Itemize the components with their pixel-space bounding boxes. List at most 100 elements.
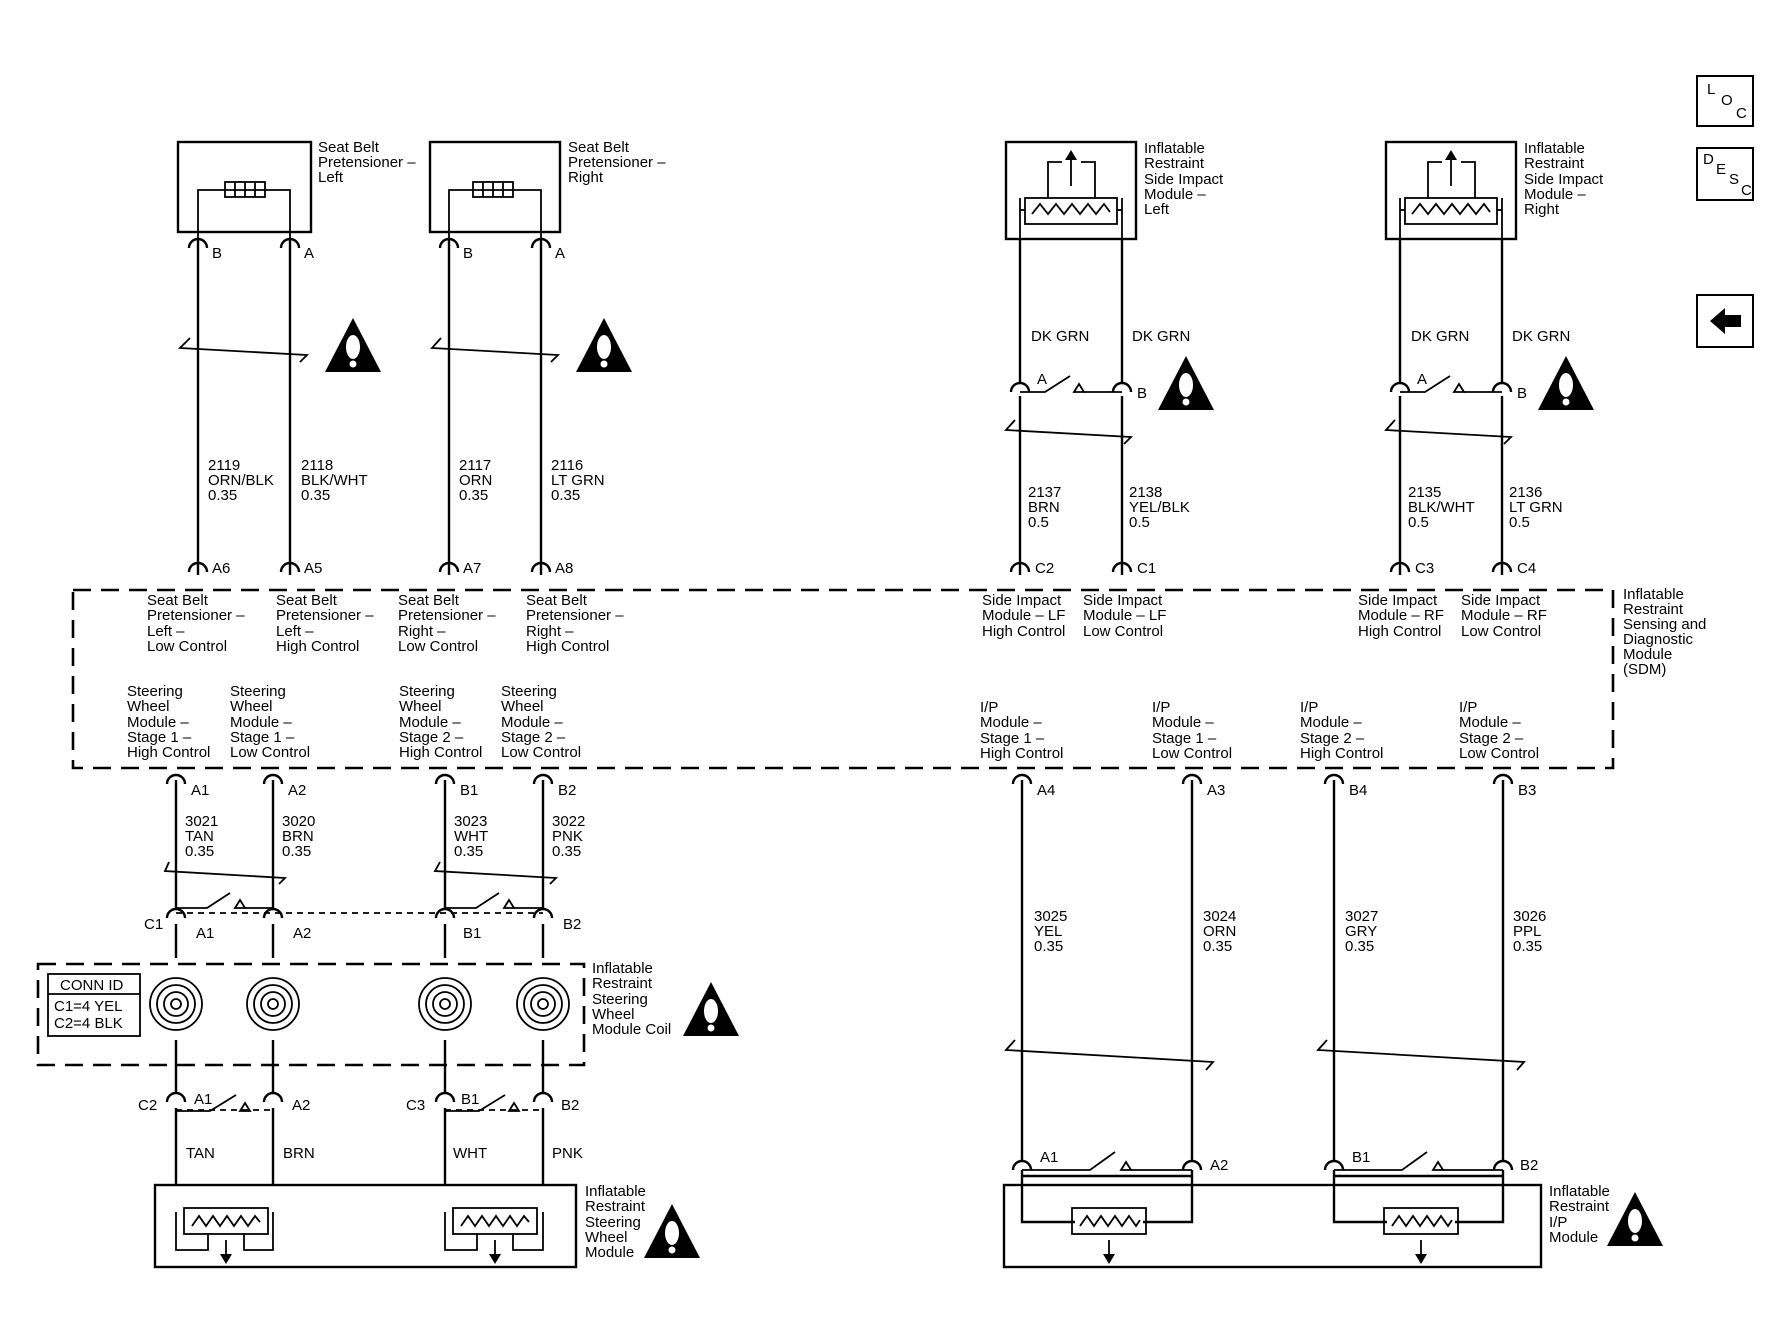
svg-text:0.35: 0.35 bbox=[208, 487, 237, 504]
svg-text:Module –: Module – bbox=[1459, 714, 1521, 731]
svg-text:Side Impact: Side Impact bbox=[1358, 592, 1438, 609]
svg-text:Right: Right bbox=[568, 169, 604, 186]
svg-text:WHT: WHT bbox=[453, 1145, 487, 1162]
loc-button[interactable]: L O C bbox=[1696, 75, 1754, 127]
svg-text:Right –: Right – bbox=[398, 623, 446, 640]
svg-text:0.5: 0.5 bbox=[1408, 514, 1429, 531]
svg-text:2119: 2119 bbox=[208, 457, 240, 474]
svg-text:Module –: Module – bbox=[1144, 186, 1206, 203]
svg-text:Left –: Left – bbox=[276, 623, 314, 640]
svg-text:Left: Left bbox=[1144, 201, 1170, 218]
svg-text:0.35: 0.35 bbox=[185, 843, 214, 860]
svg-text:Left –: Left – bbox=[147, 623, 185, 640]
svg-text:Module – LF: Module – LF bbox=[1083, 607, 1166, 624]
svg-text:High Control: High Control bbox=[980, 745, 1063, 762]
svg-text:High Control: High Control bbox=[1300, 745, 1383, 762]
svg-text:0.5: 0.5 bbox=[1028, 514, 1049, 531]
svg-text:LT GRN: LT GRN bbox=[551, 472, 605, 489]
svg-text:(SDM): (SDM) bbox=[1623, 661, 1666, 678]
svg-text:3024: 3024 bbox=[1203, 908, 1236, 925]
svg-text:Low Control: Low Control bbox=[1152, 745, 1232, 762]
svg-text:Pretensioner –: Pretensioner – bbox=[526, 607, 624, 624]
desc-letter: S bbox=[1729, 171, 1739, 188]
svg-text:Module: Module bbox=[1623, 646, 1672, 663]
svg-text:B1: B1 bbox=[461, 1091, 479, 1108]
svg-text:Seat Belt: Seat Belt bbox=[147, 592, 209, 609]
svg-text:Low Control: Low Control bbox=[1461, 623, 1541, 640]
svg-text:High Control: High Control bbox=[526, 638, 609, 655]
steering-coil-module: CONN ID C1=4 YEL C2=4 BLK Inflatable Res… bbox=[36, 960, 671, 1067]
svg-text:Left: Left bbox=[318, 169, 344, 186]
svg-text:PPL: PPL bbox=[1513, 923, 1541, 940]
svg-text:Stage 1 –: Stage 1 – bbox=[1152, 730, 1217, 747]
svg-text:Module – RF: Module – RF bbox=[1358, 607, 1444, 624]
svg-text:Steering: Steering bbox=[592, 991, 648, 1008]
svg-text:A1: A1 bbox=[196, 925, 214, 942]
svg-text:High Control: High Control bbox=[982, 623, 1065, 640]
svg-text:Wheel: Wheel bbox=[592, 1006, 635, 1023]
svg-text:High Control: High Control bbox=[1358, 623, 1441, 640]
svg-text:Module –: Module – bbox=[1524, 186, 1586, 203]
svg-text:B: B bbox=[1137, 385, 1147, 402]
svg-text:2137: 2137 bbox=[1028, 484, 1061, 501]
svg-text:Pretensioner –: Pretensioner – bbox=[318, 154, 416, 171]
svg-text:C2: C2 bbox=[138, 1097, 157, 1114]
svg-text:BLK/WHT: BLK/WHT bbox=[301, 472, 368, 489]
svg-text:A8: A8 bbox=[555, 560, 573, 577]
svg-text:0.35: 0.35 bbox=[454, 843, 483, 860]
svg-text:Module –: Module – bbox=[1152, 714, 1214, 731]
svg-text:Stage 2 –: Stage 2 – bbox=[399, 729, 464, 746]
svg-text:GRY: GRY bbox=[1345, 923, 1377, 940]
svg-text:C2: C2 bbox=[1035, 560, 1054, 577]
svg-text:B1: B1 bbox=[460, 782, 478, 799]
svg-text:Seat Belt: Seat Belt bbox=[568, 139, 630, 156]
svg-text:I/P: I/P bbox=[1459, 699, 1477, 716]
svg-text:Seat Belt: Seat Belt bbox=[398, 592, 460, 609]
svg-text:BLK/WHT: BLK/WHT bbox=[1408, 499, 1475, 516]
svg-text:2136: 2136 bbox=[1509, 484, 1542, 501]
svg-text:Stage 2 –: Stage 2 – bbox=[1300, 730, 1365, 747]
svg-text:PNK: PNK bbox=[552, 1145, 583, 1162]
svg-text:Inflatable: Inflatable bbox=[1524, 140, 1585, 157]
svg-text:Steering: Steering bbox=[127, 683, 183, 700]
back-arrow-icon bbox=[1710, 308, 1741, 334]
desc-button[interactable]: D E S C bbox=[1696, 147, 1754, 201]
svg-text:BRN: BRN bbox=[283, 1145, 315, 1162]
squib-stage1 bbox=[175, 1207, 274, 1264]
svg-text:0.35: 0.35 bbox=[552, 843, 581, 860]
svg-text:TAN: TAN bbox=[185, 828, 214, 845]
svg-text:PNK: PNK bbox=[552, 828, 583, 845]
svg-text:2116: 2116 bbox=[551, 457, 583, 474]
svg-text:Inflatable: Inflatable bbox=[1623, 586, 1684, 603]
svg-text:0.35: 0.35 bbox=[282, 843, 311, 860]
svg-text:Steering: Steering bbox=[399, 683, 455, 700]
conn-id-title: CONN ID bbox=[60, 977, 124, 994]
warning-icon bbox=[1538, 356, 1594, 410]
svg-text:Restraint: Restraint bbox=[592, 975, 653, 992]
svg-text:I/P: I/P bbox=[1152, 699, 1170, 716]
svg-text:0.35: 0.35 bbox=[301, 487, 330, 504]
svg-text:Right –: Right – bbox=[526, 623, 574, 640]
svg-text:3022: 3022 bbox=[552, 813, 585, 830]
svg-text:C4: C4 bbox=[1517, 560, 1536, 577]
warning-icon bbox=[325, 318, 381, 372]
svg-text:B: B bbox=[1517, 385, 1527, 402]
seatbelt-right-component: Seat Belt Pretensioner – Right bbox=[428, 139, 666, 240]
loc-letter: C bbox=[1736, 105, 1747, 122]
svg-text:TAN: TAN bbox=[186, 1145, 215, 1162]
svg-text:Module – LF: Module – LF bbox=[982, 607, 1065, 624]
svg-text:Module –: Module – bbox=[399, 714, 461, 731]
svg-text:2117: 2117 bbox=[459, 457, 491, 474]
back-arrow-button[interactable] bbox=[1696, 294, 1754, 348]
svg-text:3020: 3020 bbox=[282, 813, 315, 830]
svg-text:Restraint: Restraint bbox=[585, 1198, 646, 1215]
squib-ip-stage2 bbox=[1332, 1170, 1505, 1264]
svg-text:B4: B4 bbox=[1349, 782, 1367, 799]
svg-text:ORN/BLK: ORN/BLK bbox=[208, 472, 274, 489]
svg-text:A4: A4 bbox=[1037, 782, 1055, 799]
svg-text:B2: B2 bbox=[558, 782, 576, 799]
svg-text:Low Control: Low Control bbox=[230, 744, 310, 761]
svg-text:3023: 3023 bbox=[454, 813, 487, 830]
svg-text:0.35: 0.35 bbox=[1203, 938, 1232, 955]
